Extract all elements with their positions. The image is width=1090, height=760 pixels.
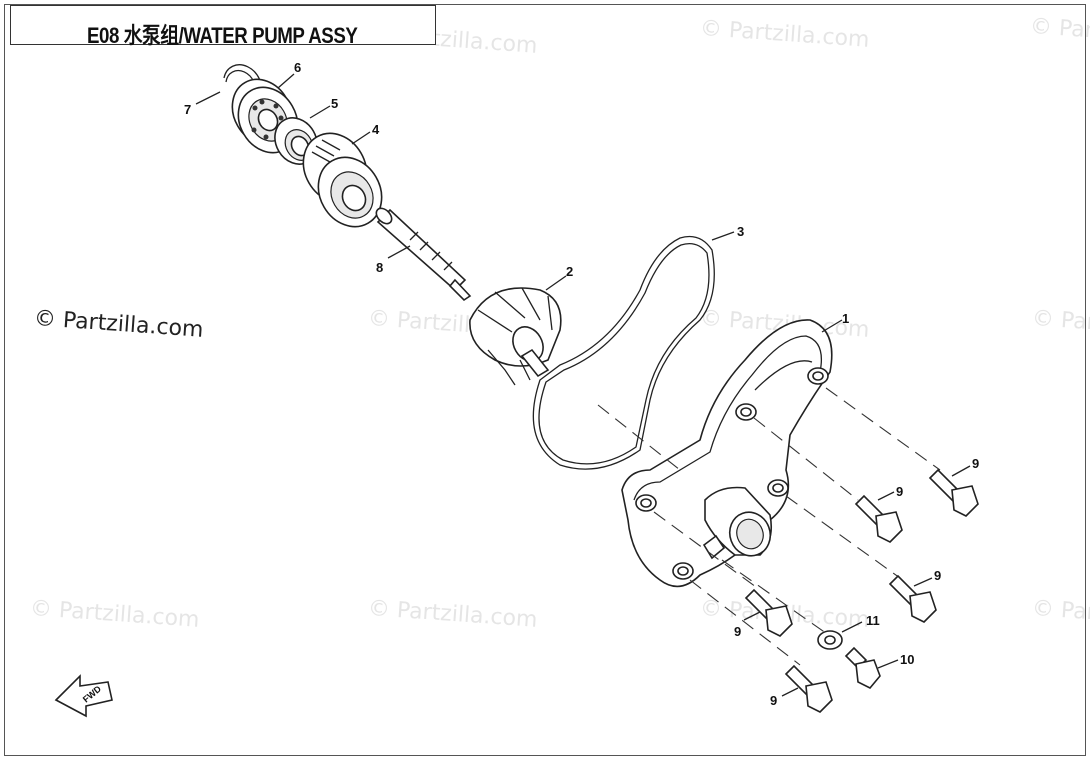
axis-line bbox=[825, 387, 941, 471]
callout-3: 3 bbox=[737, 224, 744, 239]
part-10-drain-bolt[interactable] bbox=[844, 646, 881, 689]
part-9-bolt[interactable] bbox=[744, 588, 793, 637]
callout-9b: 9 bbox=[896, 484, 903, 499]
title-box: E08 水泵组/WATER PUMP ASSY bbox=[10, 5, 436, 48]
part-3-gasket[interactable] bbox=[532, 235, 715, 470]
axis-line bbox=[689, 579, 801, 666]
axis-line bbox=[785, 495, 901, 579]
diagram-title: E08 水泵组/WATER PUMP ASSY bbox=[87, 23, 358, 48]
part-4-mechanical-seal[interactable] bbox=[291, 122, 394, 238]
part-1-pump-cover[interactable] bbox=[621, 319, 833, 588]
part-11-washer[interactable] bbox=[817, 630, 843, 650]
diagram-frame bbox=[4, 4, 1086, 756]
callout-7: 7 bbox=[184, 102, 191, 117]
part-9-bolt[interactable] bbox=[888, 574, 937, 623]
callout-5: 5 bbox=[331, 96, 338, 111]
callout-9a: 9 bbox=[972, 456, 979, 471]
callout-9d: 9 bbox=[734, 624, 741, 639]
part-2-impeller[interactable] bbox=[469, 287, 562, 386]
callout-4: 4 bbox=[372, 122, 380, 137]
callout-1: 1 bbox=[842, 311, 849, 326]
callout-6: 6 bbox=[294, 60, 301, 75]
fwd-arrow-icon: FWD bbox=[54, 674, 113, 718]
callout-10: 10 bbox=[900, 652, 914, 667]
callout-9e: 9 bbox=[770, 693, 777, 708]
callout-9c: 9 bbox=[934, 568, 941, 583]
callouts: 7 6 5 4 8 2 3 1 9 9 9 9 9 11 10 bbox=[184, 60, 979, 708]
axis-line bbox=[597, 404, 681, 471]
part-9-bolt[interactable] bbox=[928, 468, 979, 517]
axis-line bbox=[721, 559, 831, 637]
part-8-shaft[interactable] bbox=[373, 205, 472, 302]
part-9-bolt[interactable] bbox=[784, 664, 833, 713]
callout-2: 2 bbox=[566, 264, 573, 279]
axis-line bbox=[753, 417, 859, 501]
callout-11: 11 bbox=[866, 613, 880, 628]
callout-8: 8 bbox=[376, 260, 383, 275]
part-9-bolt[interactable] bbox=[854, 494, 903, 543]
